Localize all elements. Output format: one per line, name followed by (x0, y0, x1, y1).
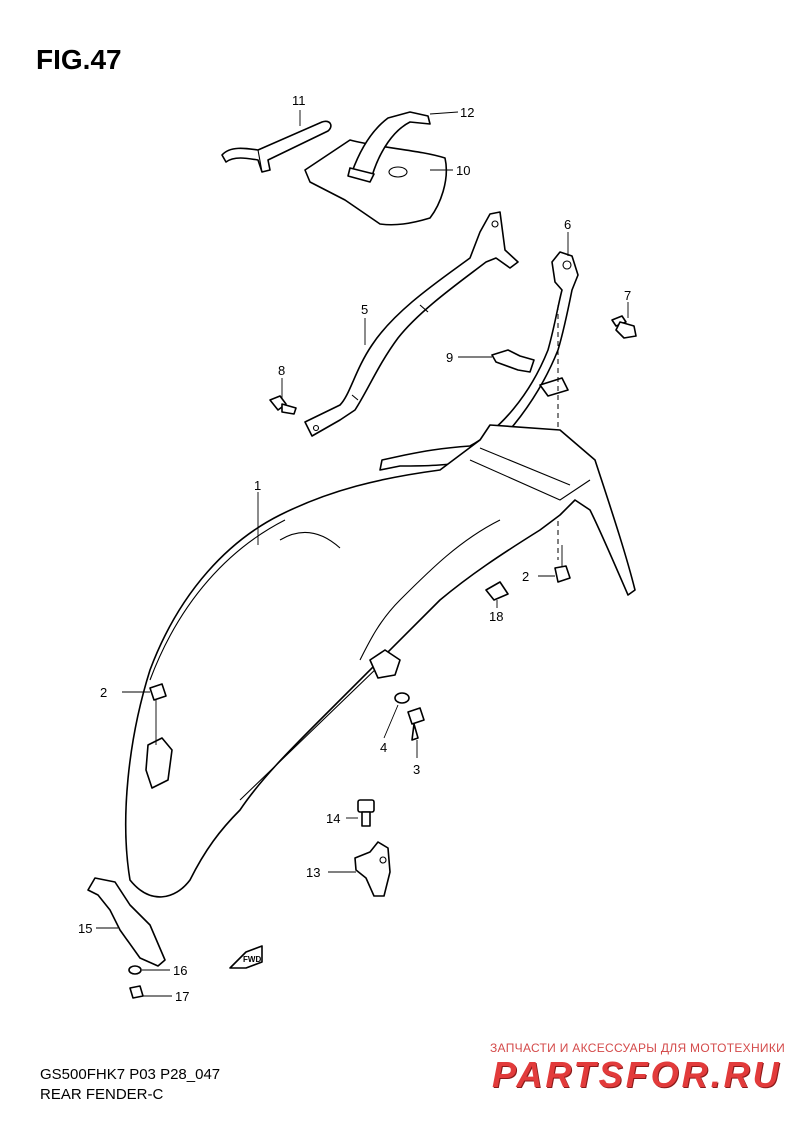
part-2-bolt-left (149, 683, 167, 701)
part-8-bolt (269, 395, 297, 415)
part-5-bracket (304, 211, 519, 437)
callout-2a: 2 (100, 685, 107, 700)
part-14-bolt (357, 799, 375, 827)
section-name: REAR FENDER-C (40, 1086, 164, 1103)
callout-8: 8 (278, 363, 285, 378)
callout-3: 3 (413, 762, 420, 777)
part-13-clamp (354, 841, 391, 897)
model-code: GS500FHK7 P03 P28_047 (40, 1066, 221, 1083)
part-15-stay (87, 877, 166, 967)
callout-7: 7 (624, 288, 631, 303)
part-17-bolt (129, 985, 144, 999)
part-16-washer (128, 965, 142, 975)
part-2-bolt-right (554, 565, 571, 583)
fwd-arrow-icon: FWD (229, 945, 263, 969)
callout-18: 18 (489, 609, 503, 624)
part-12-band (347, 111, 431, 183)
part-7-bolt (611, 315, 637, 339)
watermark-tagline: ЗАПЧАСТИ И АКСЕССУАРЫ ДЛЯ МОТОТЕХНИКИ (490, 1041, 786, 1055)
callout-12: 12 (460, 105, 474, 120)
callout-10: 10 (456, 163, 470, 178)
callout-16: 16 (173, 963, 187, 978)
callout-9: 9 (446, 350, 453, 365)
part-18-pad (485, 581, 509, 601)
callout-1: 1 (254, 478, 261, 493)
part-3-bolt (407, 707, 425, 741)
part-4-washer (394, 692, 410, 704)
callout-14: 14 (326, 811, 340, 826)
callout-15: 15 (78, 921, 92, 936)
figure-title: FIG.47 (36, 44, 122, 75)
fwd-label: FWD (243, 955, 261, 964)
part-9-clip (491, 349, 535, 373)
part-11-strap (221, 120, 332, 173)
callouts: 1 2 2 3 4 5 6 7 8 9 10 11 12 13 14 15 16… (78, 93, 631, 1004)
callout-11: 11 (292, 93, 306, 108)
callout-4: 4 (380, 740, 387, 755)
callout-17: 17 (175, 989, 189, 1004)
callout-13: 13 (306, 865, 320, 880)
callout-5: 5 (361, 302, 368, 317)
leader-lines (96, 110, 629, 997)
callout-6: 6 (564, 217, 571, 232)
part-1-rear-fender (124, 424, 636, 898)
callout-2b: 2 (522, 569, 529, 584)
watermark-brand: PARTSFOR.RU (492, 1054, 782, 1095)
part-10-tray (304, 139, 448, 226)
